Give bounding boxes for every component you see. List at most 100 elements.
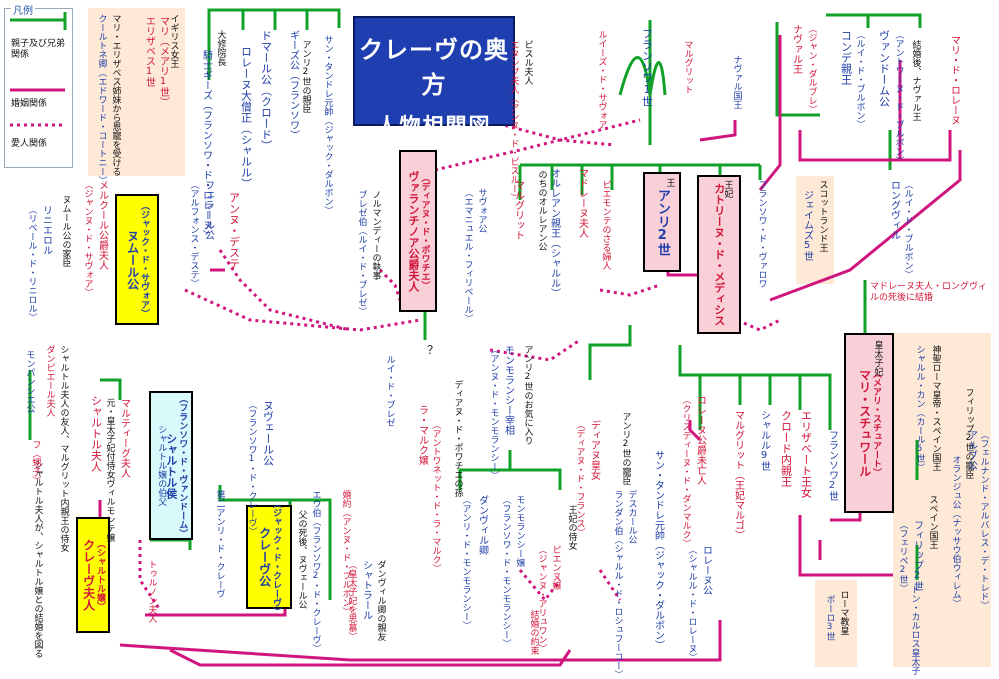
navarre-king2-sub: （ジャン・ダルブレ） (806, 24, 817, 114)
vendome-note: 結婚後、ナヴァル王 (910, 40, 921, 121)
cardinal-lorraine: ロレーヌ大僧正（シャルル） (239, 46, 253, 189)
guise: ギーズ公（フランソワ） (287, 30, 299, 140)
guise-note: アンリ2世の親臣 (300, 40, 311, 113)
philippe: フィリップ2世 (911, 520, 923, 591)
lignerolles: リニエロル (40, 205, 52, 255)
rome-note: ローマ教皇 (838, 590, 849, 635)
grand-prieur: 騎士ギーズ（フランソワ・ド・ロレーヌ） (200, 50, 212, 240)
danville-sub: （アンリ・ド・モンモランシー） (460, 495, 471, 630)
betrothal: 結婚の約束 (528, 610, 539, 655)
marguerite-navarre: マルグリット (682, 40, 693, 94)
cleves-box: クレーヴ公 （ジャック・ド・クレーヴ） (246, 499, 292, 616)
reine-dauphine-box: マリ・スチュワール （メアリ・スチュアート） (844, 333, 894, 513)
spain-panel (893, 333, 991, 667)
reine-dauphine-name: マリ・スチュワール (857, 369, 872, 477)
navarre-king: ナヴァル国王 (731, 55, 742, 109)
philip-minister-note: フィリップ2世の寵臣 (963, 388, 974, 479)
lover-lines (10, 118, 781, 611)
reine-dauphine-sub: （メアリ・スチュアート） (871, 369, 882, 477)
montmorency-jr: モンモランシー嬢 (514, 495, 525, 567)
cleves-brother-note: 父の死後、ヌヴェール公 (296, 510, 307, 609)
navarre-king2: ナヴァル王 (790, 24, 802, 74)
orleans: オルレアン親王（シャルル） (548, 168, 560, 298)
alba-sub: （フェルナンド・アルバレス・デ・トレド） (978, 430, 989, 610)
philippe-sub: （フェリペ2世） (897, 520, 908, 593)
chartres-vidame-sub: （フランソワ・ド・ヴァンドーム） (177, 393, 188, 538)
princesse-sub: （シャルトル嬢） (95, 539, 106, 611)
catherine-name: カトリーヌ・ド・メディシス (712, 183, 726, 326)
diane-france: ディアヌ皇女 (588, 420, 600, 480)
prince-lorraine: 婚約（アンヌ・ド・ブルボン） (340, 490, 351, 616)
lorraine-duchess-sub: （クリスティーヌ・ド・ダンマルク） (680, 395, 691, 548)
spain-note: スペイン国王 (927, 495, 938, 549)
longueville: ロングヴィル (888, 180, 900, 240)
vendome: ヴァンドーム公 (877, 30, 891, 107)
courtenay: クールトネ卿（エドワード・コートニー） (96, 14, 107, 185)
chatelart-note: ダンヴィル卿の親友 (375, 560, 386, 641)
montpensier: モンパンシエ公 (24, 350, 35, 413)
mary-note: マリ・エリザベス姉妹から恩寵を受ける (110, 14, 121, 176)
francois1: フランソワ1世 (640, 28, 654, 107)
don-carlos: ドン・カルロス皇太子 (909, 585, 920, 675)
longueville-sub: （ルイ・ド・ブルボン） (902, 180, 913, 279)
vendome-sub: （アントワーヌ・ド・ブルボン） (893, 30, 904, 165)
la-marck-sub: （アントワネット・ド・ラ・マルク） (430, 420, 441, 573)
legend-header: 凡例 (11, 2, 35, 17)
cleves-brother: エウ伯（フランソワ2・ド・クレーヴ） (310, 490, 321, 653)
nevers-sub: （フランソワ1・ド・クレーヴ） (246, 400, 257, 536)
elizabeth: エリザベス1世 (143, 16, 155, 87)
nemours-name: ヌムール公 (125, 229, 140, 290)
piennes-note: 王妃の侍女 (566, 505, 577, 550)
madeleine: マドレーヌ夫人 (576, 168, 588, 238)
montmorency-jr-sub: （フランソワ・ド・モンモランシー） (500, 495, 511, 648)
normandie: ノルマンディーの執事 (370, 190, 381, 280)
anne-este: アンヌ・デステ (227, 192, 241, 269)
savoie-duc: サヴォア公 (476, 188, 487, 233)
chartres-vidame-box: シャルトル嬢の伯父 シャルトル侯 （フランソワ・ド・ヴァンドーム） (149, 391, 193, 540)
chartres-vidame-note: シャルトル嬢の伯父 (156, 425, 167, 506)
england-panel (88, 8, 185, 176)
louis-breze2: ブレゼ伯（ルイ・ド・ブレゼ） (356, 190, 367, 316)
princesse-name: クレーヴ夫人 (81, 539, 96, 611)
title-line2: 人物相関図 (376, 114, 492, 138)
nemours-mother: ヌムール公の家臣 (60, 195, 71, 267)
conde-sub: （ルイ・ド・ブルボン） (854, 30, 865, 129)
la-marck: ラ・マルク嬢 (416, 405, 428, 465)
louis-breze: ルイ・ド・ブレゼ (384, 355, 395, 427)
nevers: ヌヴェール公 (261, 400, 275, 466)
tournon-note: シャルトル夫人が、シャルトル嬢との結婚を図る (32, 460, 43, 658)
legend: 凡例 親子及び兄弟関係 婚姻関係 愛人関係 (4, 2, 73, 168)
cleves-name: クレーヴ公 (257, 527, 272, 587)
catherine-box: カトリーヌ・ド・メディシス (697, 175, 741, 334)
mercoeur: メルクール公爵夫人 (96, 180, 108, 270)
desar-sub: ランダン伯（シャルル・ド・ロシュフーコー） (612, 490, 623, 679)
lorraine-duchess: ロレーヌ公爵未亡人 (694, 395, 706, 485)
savoie-duc-sub: （エマニュエル・フィリベール） (462, 188, 473, 323)
valentinois-name: ヴァランチノア公爵夫人 (407, 170, 421, 292)
chartres-vidame-name: シャルトル侯 (164, 432, 178, 499)
chartres-madam-note: シャルトル夫人の友人、マルグリット内親王の侍女 (58, 345, 69, 552)
orleans-sub: のちのオルレアン公 (536, 170, 547, 251)
valentinois-sub: （ディアヌ・ド・ポワチエ） (419, 172, 430, 290)
elizabeth-note: イギリス女王 (168, 14, 179, 68)
elisabeth: エリザベート王女 (799, 410, 813, 498)
claude: クロード内親王 (779, 410, 793, 487)
tournon: トゥルノン夫人 (146, 560, 157, 623)
dampierre: ダンピエール夫人 (44, 345, 55, 417)
montmorency-sub: （アンヌ・ド・モンモランシー） (488, 345, 499, 480)
cleves-father: 第二アンリ・ド・クレーヴ (214, 490, 225, 598)
chatelart-sub: （皇太子妃を思慕） (346, 560, 357, 641)
orange: オランジュ公（ナッサウ伯ウィレム） (950, 455, 961, 608)
marguerite: マルグリット (512, 180, 524, 240)
descars: デスカール公 (626, 490, 637, 544)
scotland-panel (796, 176, 834, 284)
henri2-minister-note: アンリ2世の寵臣 (620, 412, 631, 485)
reine-dauphine-role: 皇太子妃 (872, 340, 883, 376)
francois-valois: フランソワ・ド・ヴァロワ (756, 180, 767, 288)
martigues: マルティーグ夫人 (118, 398, 130, 478)
legend-kin-label: 親子及び兄弟関係 (11, 39, 66, 60)
diane-lover: エタンプ夫人（アンヌ・ド・ピスルー） (508, 40, 519, 202)
charles5: シャルル・カン（カール5世） (914, 345, 925, 472)
henri2-name: アンリ2世 (654, 188, 670, 256)
